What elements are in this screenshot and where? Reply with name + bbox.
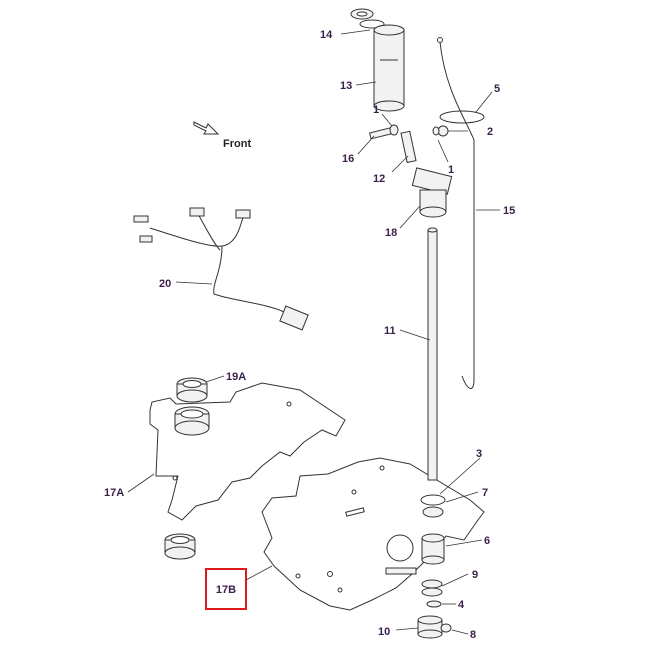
plate-17b (261, 457, 485, 611)
callout-13: 13 (340, 80, 352, 92)
callout-1-upper: 1 (373, 104, 379, 116)
nut-2 (432, 125, 449, 137)
gear-10 (417, 615, 443, 639)
cable-15 (439, 41, 475, 389)
nut-8 (440, 623, 452, 633)
washer-7 (420, 494, 446, 506)
callout-16: 16 (342, 153, 354, 165)
callout-7: 7 (482, 487, 488, 499)
steering-shaft-11 (427, 227, 438, 481)
bolt-16 (369, 124, 399, 140)
callout-9: 9 (472, 569, 478, 581)
callout-14: 14 (320, 29, 333, 41)
bushing-6 (421, 533, 445, 565)
plate-17b-hole (337, 587, 343, 593)
plate-17b-hole (351, 489, 357, 495)
callout-12: 12 (373, 173, 385, 185)
washer-4 (426, 600, 442, 608)
callout-15: 15 (503, 205, 515, 217)
plate-17a-hole (286, 401, 292, 407)
plate-17a-hole (172, 475, 178, 481)
callout-11: 11 (384, 325, 396, 337)
snap-ring-5 (439, 110, 485, 124)
callout-3: 3 (476, 448, 482, 460)
callout-17b[interactable]: 17B (216, 584, 236, 596)
callout-2: 2 (487, 126, 493, 138)
column-13 (373, 24, 405, 112)
plate-17b-hole (327, 571, 333, 577)
spacer-9 (421, 579, 443, 597)
callout-17b-highlight[interactable] (205, 568, 247, 610)
washer-14 (359, 19, 385, 29)
plate-17b-opening (386, 534, 414, 562)
bushing-on-plate (174, 406, 210, 436)
leader-lines (127, 29, 500, 635)
washer-7b (422, 506, 444, 518)
pin-12 (400, 130, 417, 164)
bushing-lower (164, 533, 196, 560)
front-arrow-icon (193, 121, 220, 135)
callout-17a: 17A (104, 487, 124, 499)
callout-19a: 19A (226, 371, 246, 383)
callout-6: 6 (484, 535, 490, 547)
universal-joint-18 (411, 167, 453, 218)
front-label: Front (223, 138, 251, 150)
callout-20: 20 (159, 278, 171, 290)
plate-17b-slot (345, 507, 365, 517)
sensor-bracket (385, 567, 417, 575)
callout-18: 18 (385, 227, 397, 239)
callout-10: 10 (378, 626, 390, 638)
callout-8: 8 (470, 629, 476, 641)
plate-17b-hole (295, 573, 301, 579)
bushing-19a (176, 377, 208, 403)
plate-17b-hole (379, 465, 385, 471)
callout-5: 5 (494, 83, 500, 95)
harness-20 (133, 207, 309, 331)
cable-end (437, 37, 443, 43)
callout-4: 4 (458, 599, 465, 611)
nut-14 (350, 8, 374, 20)
callout-1-lower: 1 (448, 164, 454, 176)
